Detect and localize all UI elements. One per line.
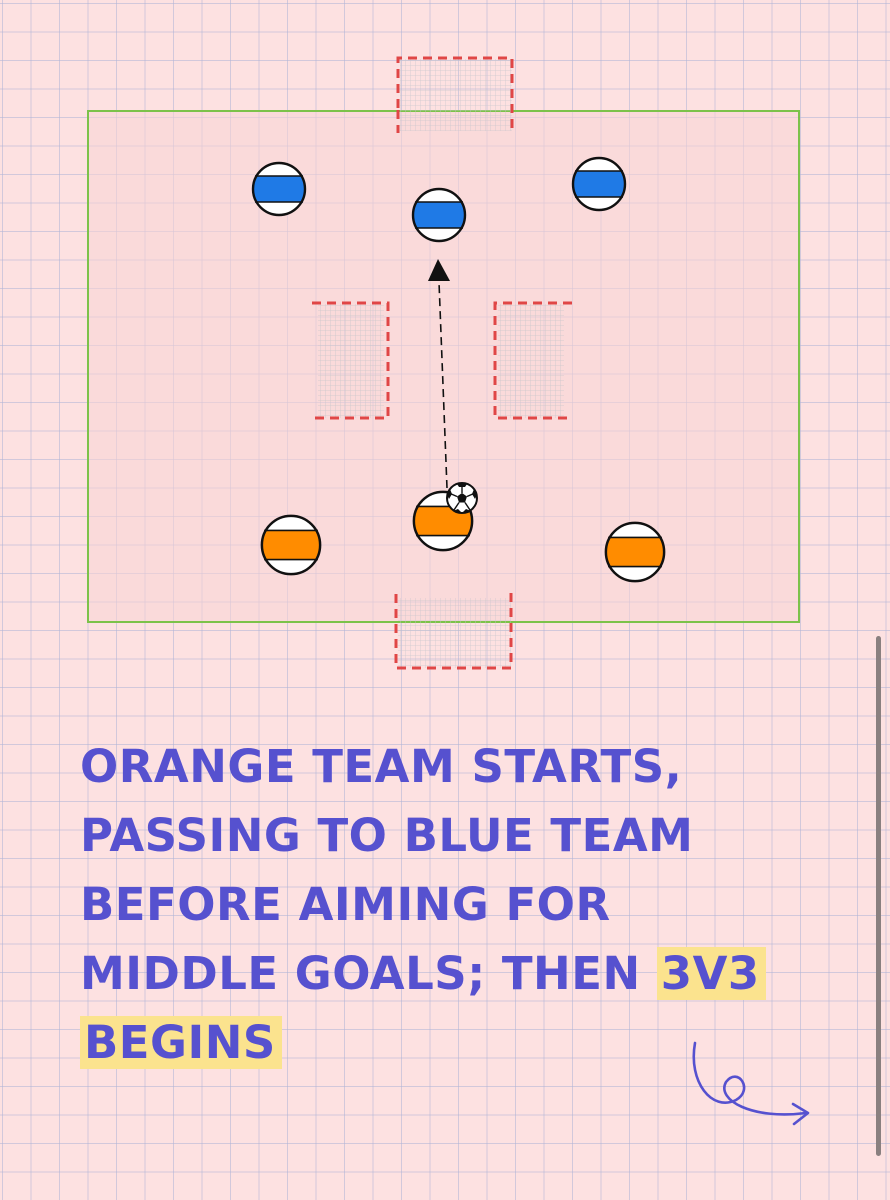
blue-player (411, 187, 467, 243)
caption-line: PASSING TO BLUE TEAM (80, 809, 694, 862)
blue-player (251, 161, 307, 217)
caption-line: BEFORE AIMING FOR (80, 878, 611, 931)
top-goal (396, 56, 514, 133)
bottom-goal (394, 592, 513, 670)
middle-right-goal (493, 301, 572, 420)
highlighted-text: 3V3 (656, 947, 766, 1000)
caption-text: MIDDLE GOALS; THEN (80, 947, 641, 1000)
pass-arrow-icon (428, 259, 450, 489)
middle-left-goal (312, 301, 390, 420)
curly-arrow-icon (692, 1041, 810, 1126)
soccer-ball-icon (446, 482, 478, 514)
highlighted-text: BEGINS (80, 1016, 282, 1069)
scrollbar[interactable] (876, 636, 881, 1156)
caption-line: MIDDLE GOALS; THEN 3V3 (80, 939, 780, 1008)
blue-player (571, 156, 627, 212)
orange-player (260, 514, 322, 576)
drill-instructions: ORANGE TEAM STARTS, PASSING TO BLUE TEAM… (80, 732, 780, 1077)
caption-line: BEGINS (80, 1008, 780, 1077)
caption-line: ORANGE TEAM STARTS, (80, 740, 683, 793)
orange-player (604, 521, 666, 583)
